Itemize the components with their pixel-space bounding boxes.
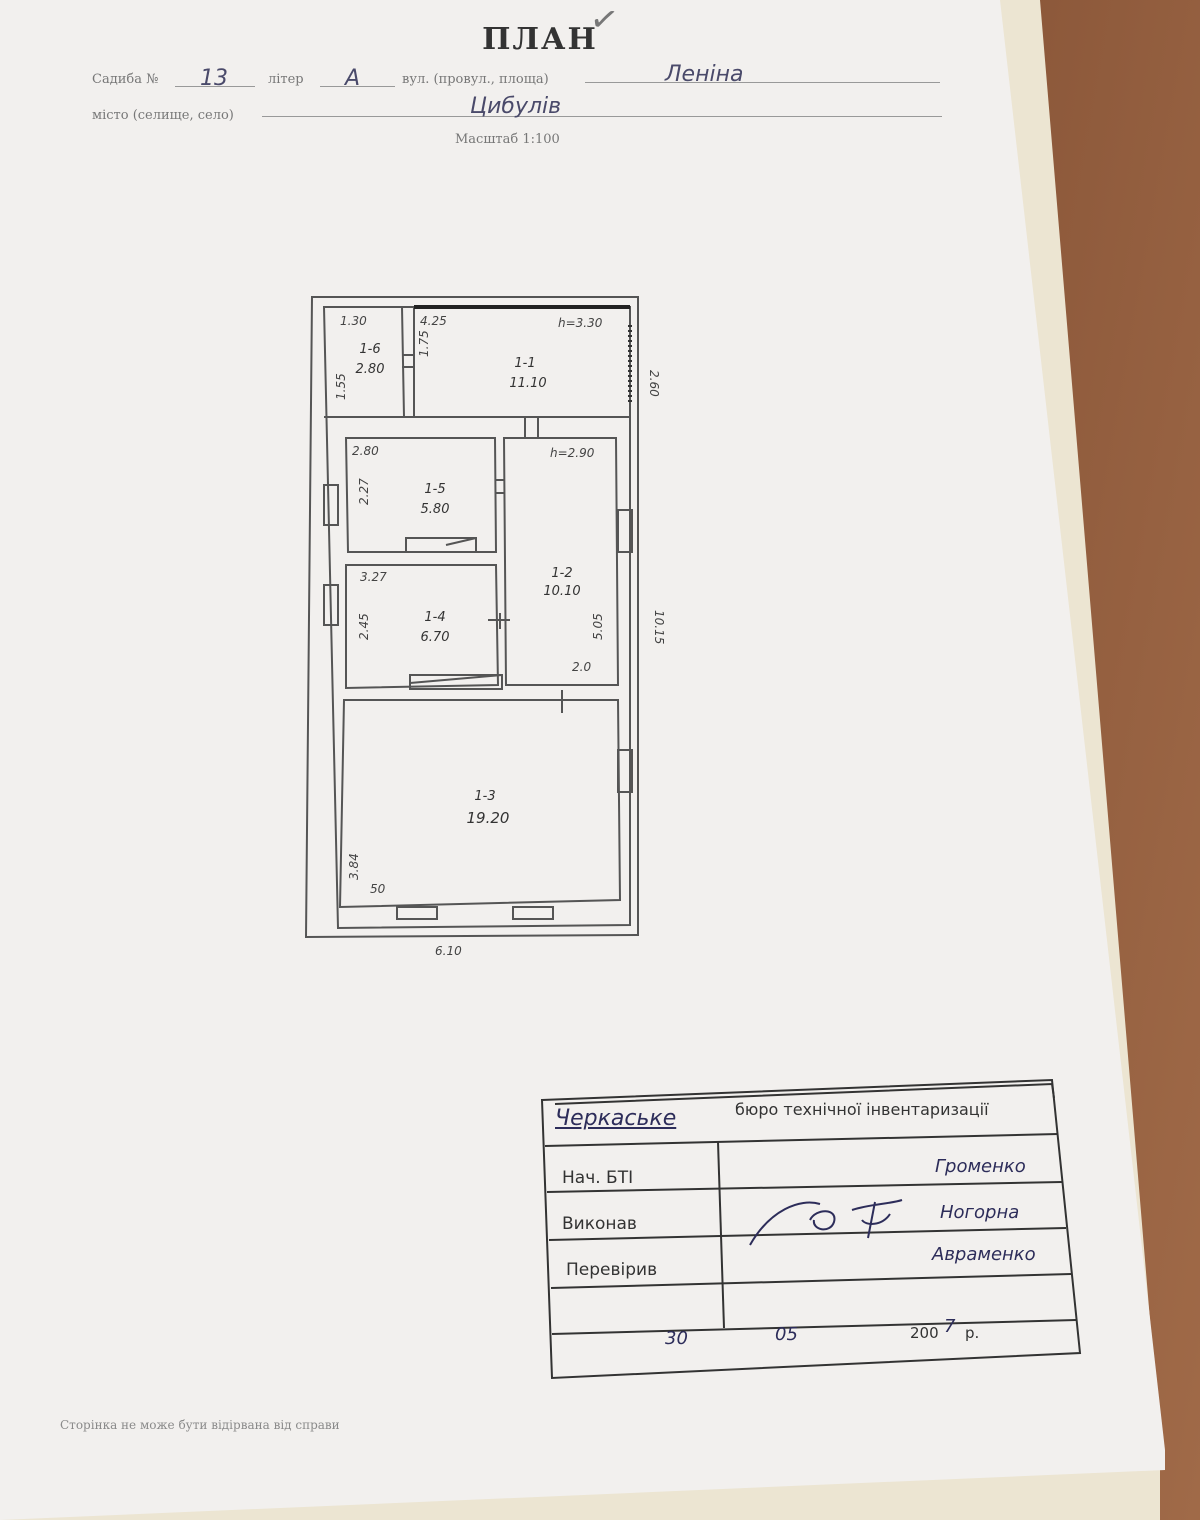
stamp-row-checked-value: Авраменко: [932, 1244, 1036, 1265]
floor-plan-drawing: 1.30 4.25 h=3.30 2.60 1.55 1.75 2.80 h=2…: [304, 296, 666, 958]
room-id: 1-1: [514, 356, 535, 371]
title-block-stamp: Черкаське бюро технічної інвентаризації …: [540, 1078, 1085, 1380]
dim-label: h=3.30: [558, 316, 603, 330]
dim-label: 4.25: [420, 314, 447, 328]
window: [396, 906, 438, 920]
street-value: Леніна: [665, 62, 744, 87]
stamp-row-checked-label: Перевірив: [566, 1260, 658, 1280]
dim-label: 2.0: [572, 660, 591, 674]
house-number-value: 13: [200, 66, 228, 91]
stairs-line: [409, 674, 503, 684]
window: [323, 584, 339, 626]
dim-label: 5.05: [591, 613, 605, 640]
dim-label: h=2.90: [550, 446, 595, 460]
stamp-row-line: [546, 1181, 1063, 1193]
stamp-outer-border: [540, 1078, 1082, 1380]
window: [617, 509, 633, 553]
room-1-3-outline: [338, 699, 622, 909]
door: [495, 479, 504, 494]
stamp-row-executed-label: Виконав: [562, 1214, 637, 1234]
city-value: Цибулів: [470, 94, 562, 119]
room-1-2-outline: [502, 437, 620, 686]
liter-label: літер: [268, 72, 304, 87]
stamp-row-line: [550, 1273, 1072, 1289]
dim-label: 1.75: [417, 330, 431, 357]
signature-drawing: [749, 1199, 903, 1246]
stamp-row-line: [544, 1133, 1059, 1147]
stamp-date-month: 05: [775, 1324, 798, 1345]
document-title: ПЛАН: [482, 22, 598, 57]
dim-label: 2.27: [357, 478, 371, 505]
stamp-row-head-label: Нач. БТІ: [562, 1168, 634, 1188]
stove-line: [445, 537, 477, 546]
window: [617, 749, 633, 793]
dim-label: 3.27: [360, 570, 387, 584]
room-id: 1-4: [424, 610, 445, 625]
liter-value: А: [345, 66, 361, 91]
liter-line: [320, 86, 395, 87]
street-label: вул. (провул., площа): [402, 72, 549, 87]
street-line: [585, 82, 940, 83]
stamp-column-line: [717, 1141, 725, 1329]
dim-label: 50: [370, 882, 386, 896]
room-id: 1-2: [551, 566, 572, 581]
dim-label: 2.45: [357, 613, 371, 640]
room-area: 5.80: [421, 502, 450, 517]
stamp-row-executed-value: Ногорна: [940, 1202, 1020, 1223]
room-area: 10.10: [543, 584, 580, 599]
stamp-frame: [540, 1078, 1082, 1380]
room-area: 6.70: [421, 630, 450, 645]
room-1-4-outline: [345, 564, 500, 690]
window: [323, 484, 339, 526]
stamp-row-line: [548, 1227, 1067, 1241]
house-number-line: [175, 86, 255, 87]
footer-note: Сторінка не може бути відірвана від спра…: [60, 1418, 340, 1432]
stamp-date-day: 30: [665, 1328, 688, 1349]
outer-wall: [304, 296, 639, 939]
dim-label: 6.10: [435, 944, 462, 958]
stamp-date-suffix: р.: [965, 1324, 980, 1342]
floor-plan: 1.30 4.25 h=3.30 2.60 1.55 1.75 2.80 h=2…: [300, 295, 720, 979]
door: [488, 613, 510, 629]
city-label: місто (селище, село): [92, 108, 234, 123]
dim-label: 3.84: [347, 853, 361, 880]
stamp-row-head-value: Громенко: [935, 1156, 1026, 1177]
dim-label: 2.80: [352, 444, 379, 458]
room-area: 11.10: [509, 376, 546, 391]
room-id: 1-6: [359, 342, 380, 357]
room-id: 1-3: [474, 789, 495, 804]
stamp-date-year-prefix: 200: [910, 1324, 939, 1342]
door: [524, 417, 539, 438]
room-1-5-outline: [344, 437, 498, 553]
stove-fixture: [405, 537, 477, 553]
dim-label: 2.60: [647, 370, 661, 397]
dim-label: 1.30: [340, 314, 367, 328]
stamp-date-year-suffix: 7: [944, 1316, 956, 1337]
house-number-label: Садиба №: [92, 72, 159, 87]
stamp-inner-border: [554, 1082, 1055, 1105]
room-area: 19.20: [467, 809, 510, 827]
city-line: [262, 116, 942, 117]
door: [402, 354, 414, 368]
dim-label: 10.15: [652, 610, 666, 644]
room-id: 1-5: [424, 482, 445, 497]
stamp-org-handwritten: Черкаське: [555, 1106, 677, 1131]
stamp-org-printed: бюро технічної інвентаризації: [735, 1100, 989, 1119]
stamp-row-line: [551, 1319, 1077, 1335]
dim-label: 1.55: [334, 373, 348, 400]
scale-label: Масштаб 1:100: [455, 132, 560, 147]
window: [512, 906, 554, 920]
wall-line: [401, 306, 415, 418]
room-area: 2.80: [356, 362, 385, 377]
